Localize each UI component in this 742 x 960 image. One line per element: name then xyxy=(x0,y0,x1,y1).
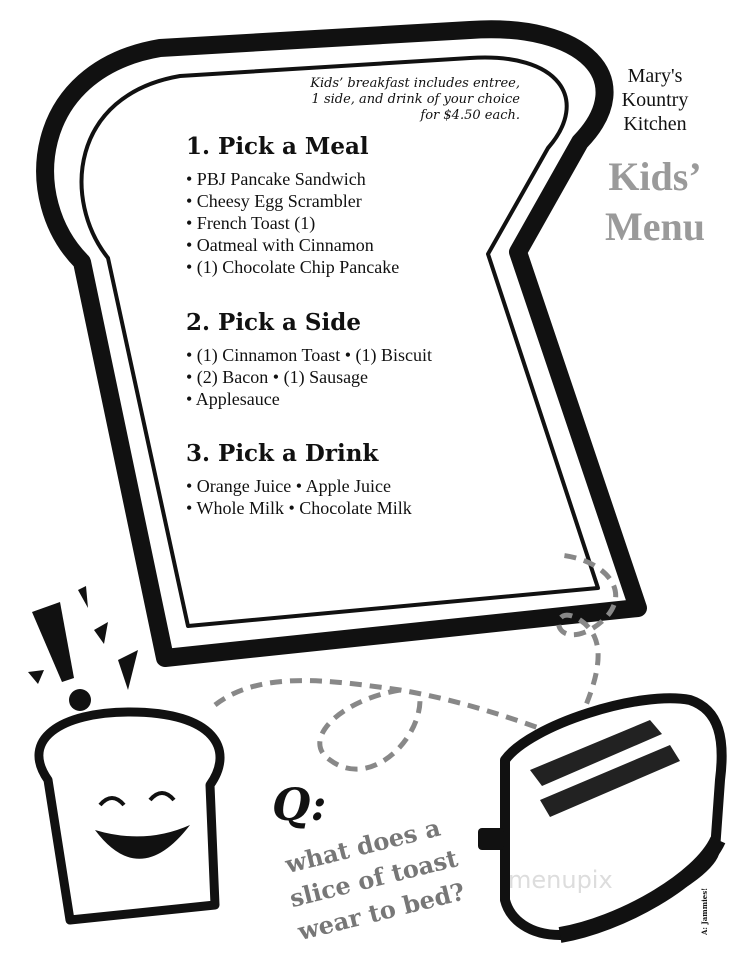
meal-list: • PBJ Pancake Sandwich • Cheesy Egg Scra… xyxy=(186,168,399,278)
toaster-icon xyxy=(478,693,727,943)
watermark: menupix xyxy=(508,866,613,894)
list-item: • Whole Milk • Chocolate Milk xyxy=(186,498,412,518)
list-item: • Oatmeal with Cinnamon xyxy=(186,235,374,255)
side-list: • (1) Cinnamon Toast • (1) Biscuit • (2)… xyxy=(186,344,432,410)
brand-line: Mary's xyxy=(627,65,683,87)
list-item: • (2) Bacon • (1) Sausage xyxy=(186,367,369,387)
list-item: • (1) Chocolate Chip Pancake xyxy=(186,257,400,277)
note-line: for $4.50 each. xyxy=(420,108,520,123)
list-item: • French Toast (1) xyxy=(186,213,316,233)
note-line: 1 side, and drink of your choice xyxy=(311,92,520,107)
list-item: • PBJ Pancake Sandwich xyxy=(186,169,366,189)
drink-list: • Orange Juice • Apple Juice • Whole Mil… xyxy=(186,475,412,519)
joke-q-label: Q: xyxy=(272,780,327,831)
brand-line: Kountry xyxy=(621,89,689,111)
dashed-trail xyxy=(213,552,619,772)
smiling-toast-icon xyxy=(34,707,225,925)
exclamation-icon xyxy=(28,586,138,711)
menu-title: Kids’ Menu xyxy=(592,152,718,252)
list-item: • Orange Juice • Apple Juice xyxy=(186,476,392,496)
section-heading-meal: 1. Pick a Meal xyxy=(186,133,369,160)
bread-slice-frame xyxy=(36,20,647,667)
list-item: • Applesauce xyxy=(186,389,280,409)
list-item: • Cheesy Egg Scrambler xyxy=(186,191,362,211)
title-line: Kids’ xyxy=(608,154,702,199)
list-item: • (1) Cinnamon Toast • (1) Biscuit xyxy=(186,345,432,365)
section-heading-side: 2. Pick a Side xyxy=(186,309,361,336)
joke-answer: A: Jammies! xyxy=(700,887,709,935)
title-line: Menu xyxy=(605,204,705,249)
price-note: Kids’ breakfast includes entree, 1 side,… xyxy=(300,76,520,124)
note-line: Kids’ breakfast includes entree, xyxy=(310,76,520,91)
brand-line: Kitchen xyxy=(623,113,687,135)
restaurant-name: Mary's Kountry Kitchen xyxy=(596,64,714,136)
section-heading-drink: 3. Pick a Drink xyxy=(186,440,379,467)
